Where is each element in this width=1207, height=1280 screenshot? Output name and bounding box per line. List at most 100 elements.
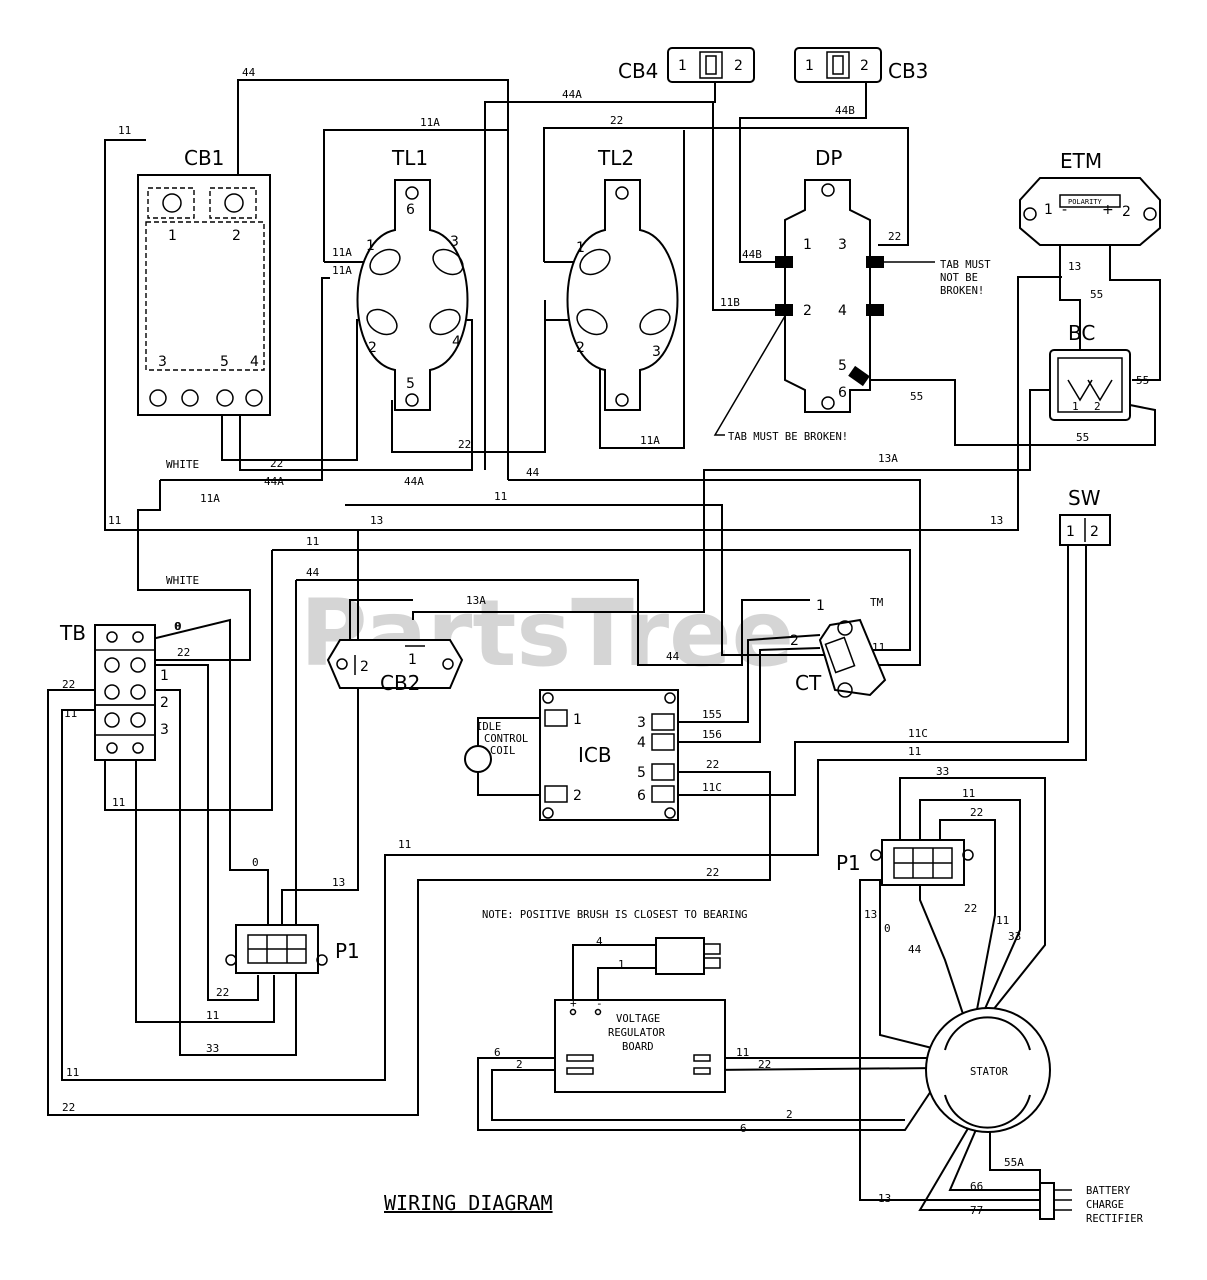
vrb-sign-minus: - bbox=[596, 997, 603, 1010]
tl2-label: TL2 bbox=[597, 146, 634, 170]
idle-control-coil: IDLE CONTROL COIL bbox=[464, 721, 528, 773]
p1-left-label: P1 bbox=[335, 939, 360, 963]
p1-right-label: P1 bbox=[836, 851, 861, 875]
voltage-regulator-board: VOLTAGE REGULATOR BOARD + - bbox=[554, 997, 726, 1093]
p1-left-connector: P1 bbox=[225, 924, 360, 974]
wire-label: 13 bbox=[1068, 260, 1081, 273]
dp-terminal-2: 2 bbox=[803, 303, 812, 319]
vrb-line-2: REGULATOR bbox=[608, 1027, 666, 1039]
tl1-terminal-5: 5 bbox=[406, 376, 415, 392]
wire-labels-top: 44 44A 11 11A 22 44B bbox=[118, 66, 855, 137]
wire-label: 22 bbox=[177, 646, 190, 659]
wire-label: 22 bbox=[888, 230, 901, 243]
wire-label: 11 bbox=[494, 490, 507, 503]
dp-terminal-6: 6 bbox=[838, 385, 847, 401]
wire-label: 22 bbox=[706, 758, 719, 771]
cb3-terminal-2: 2 bbox=[860, 58, 869, 74]
wire-label: 11A bbox=[420, 116, 440, 129]
tl2-terminal-1: 1 bbox=[576, 240, 585, 256]
wire-label: 0 bbox=[175, 620, 182, 633]
wire-label: 13 bbox=[370, 514, 383, 527]
wire-label: 55 bbox=[1076, 431, 1089, 444]
wire-label: WHITE bbox=[166, 458, 199, 471]
etm-label: ETM bbox=[1060, 149, 1102, 173]
bc-label: BC bbox=[1068, 321, 1095, 345]
wire-label: 11 bbox=[306, 535, 319, 548]
tb-terminal-2: 2 bbox=[160, 695, 169, 711]
wire-label: 0 bbox=[884, 922, 891, 935]
wire-label: 11C bbox=[908, 727, 928, 740]
cb1-terminal-4: 4 bbox=[250, 354, 259, 370]
tl1-terminal-3: 3 bbox=[450, 234, 459, 250]
wire-label: 66 bbox=[970, 1180, 983, 1193]
cb4-terminal-2: 2 bbox=[734, 58, 743, 74]
dp-terminal-3: 3 bbox=[838, 237, 847, 253]
wire-label: 11 bbox=[872, 641, 885, 654]
etm-sign-plus: + bbox=[1102, 202, 1114, 218]
cb1-terminal-5: 5 bbox=[220, 354, 229, 370]
wire-label: 11 bbox=[996, 914, 1009, 927]
wire-label: 44B bbox=[742, 248, 762, 261]
tl1-terminal-4: 4 bbox=[452, 334, 461, 350]
dp-label: DP bbox=[815, 146, 842, 170]
vrb-line-3: BOARD bbox=[622, 1041, 654, 1053]
cb4: CB4 1 2 bbox=[618, 47, 755, 83]
wire-label: 11 bbox=[206, 1009, 219, 1022]
wire-label: 13 bbox=[990, 514, 1003, 527]
wire-label: 22 bbox=[62, 1101, 75, 1114]
wire-label: 11 bbox=[736, 1046, 749, 1059]
wire-label: 77 bbox=[970, 1204, 983, 1217]
bc-terminal-1: 1 bbox=[1072, 400, 1079, 413]
wire-label: 11 bbox=[108, 514, 121, 527]
wire-label: 6 bbox=[740, 1122, 747, 1135]
icb-terminal-3: 3 bbox=[637, 715, 646, 731]
wire-label: 13A bbox=[466, 594, 486, 607]
cb3-terminal-1: 1 bbox=[805, 58, 814, 74]
wire-label: 44B bbox=[835, 104, 855, 117]
wire-label: 55A bbox=[1004, 1156, 1024, 1169]
tab-note-broken-text: TAB MUST BE BROKEN! bbox=[728, 431, 848, 443]
idle-coil-line-1: IDLE bbox=[476, 721, 501, 733]
sw-terminal-1: 1 bbox=[1066, 524, 1075, 540]
wire-label: 11A bbox=[332, 246, 352, 259]
vrb-line-1: VOLTAGE bbox=[616, 1013, 660, 1025]
wires bbox=[47, 79, 1161, 1211]
icb-terminal-4: 4 bbox=[637, 735, 646, 751]
wire-label: 11C bbox=[702, 781, 722, 794]
wire-label: 22 bbox=[458, 438, 471, 451]
wire-labels-tl-area: 11A 11A 11B 44B 22 55 13 55 55 55 11A bbox=[332, 230, 1149, 447]
wire-label: 44A bbox=[404, 475, 424, 488]
rectifier-line-3: RECTIFIER bbox=[1086, 1213, 1144, 1225]
idle-coil-line-2: CONTROL bbox=[484, 733, 528, 745]
idle-coil-line-3: COIL bbox=[490, 745, 515, 757]
tl1-label: TL1 bbox=[391, 146, 428, 170]
wire-label: 44 bbox=[908, 943, 922, 956]
tl1-terminal-1: 1 bbox=[366, 238, 375, 254]
sw: SW 1 2 bbox=[1059, 486, 1111, 546]
wire-label: 44 bbox=[306, 566, 320, 579]
wire-label: 13A bbox=[878, 452, 898, 465]
icb-terminal-5: 5 bbox=[637, 765, 646, 781]
tab-note-broken: TAB MUST BE BROKEN! bbox=[713, 315, 848, 443]
dp: DP 1 3 2 4 5 6 bbox=[775, 146, 884, 413]
bc: BC 1 2 bbox=[1049, 321, 1131, 421]
wire-label: 2 bbox=[516, 1058, 523, 1071]
wire-label: 1 bbox=[618, 958, 625, 971]
wire-label: 11B bbox=[720, 296, 740, 309]
etm-terminal-1: 1 bbox=[1044, 202, 1053, 218]
wire-label: 11A bbox=[640, 434, 660, 447]
etm-polarity: POLARITY bbox=[1068, 198, 1103, 206]
icb: ICB 1 2 3 4 5 6 bbox=[539, 689, 679, 821]
wire-labels-icb: 155 156 22 11C 11C 11 bbox=[702, 708, 928, 794]
wire-label: 22 bbox=[270, 457, 283, 470]
tab-note-not-broken: TAB MUST NOT BE BROKEN! bbox=[884, 259, 991, 297]
cb2: CB2 2 1 bbox=[326, 639, 464, 695]
wire-label: 13 bbox=[864, 908, 877, 921]
cb1: CB1 1 2 3 5 4 bbox=[137, 146, 271, 416]
wire-label: 11 bbox=[66, 1066, 79, 1079]
ct-terminal-2: 2 bbox=[790, 633, 799, 649]
wire-label: 11 bbox=[908, 745, 921, 758]
wire-label: 22 bbox=[610, 114, 623, 127]
wire-label: 33 bbox=[1008, 930, 1021, 943]
